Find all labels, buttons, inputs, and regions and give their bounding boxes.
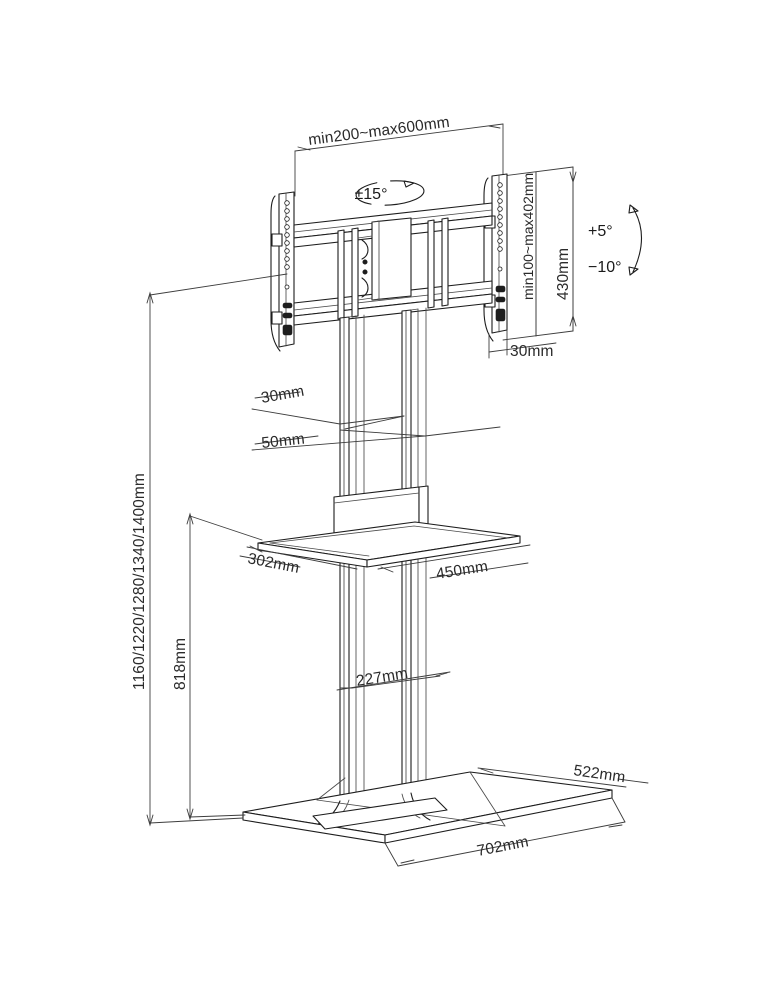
dimension-bracket-depth — [488, 329, 557, 359]
media-shelf — [257, 521, 521, 568]
swivel-angle-label: ±15° — [355, 186, 388, 203]
column-width-detail-label: 50mm — [261, 431, 306, 452]
dimension-column-width — [336, 671, 451, 691]
bracket-inner-struts — [337, 217, 449, 320]
dimension-overall-height — [146, 273, 288, 827]
rail-height-label: 430mm — [555, 248, 572, 300]
dimension-rail-height — [569, 166, 577, 332]
overall-height-label: 1160/1220/1280/1340/1400mm — [131, 473, 148, 690]
bracket-depth-label: 30mm — [510, 343, 553, 360]
dimension-shelf-to-floor — [186, 512, 263, 821]
floor-base-plate — [242, 771, 613, 844]
tilt-up-angle-label: +5° — [588, 223, 613, 240]
dimension-base-width — [384, 797, 626, 867]
central-tilt-block — [357, 217, 412, 301]
tilt-angle-indicator — [628, 204, 642, 276]
dimension-vesa-width — [294, 123, 504, 197]
shelf-to-floor-label: 818mm — [172, 638, 189, 690]
tilt-down-angle-label: −10° — [588, 259, 622, 276]
dimension-shelf-width — [377, 544, 531, 579]
vesa-height-label-line1: min100~max402mm — [520, 173, 536, 300]
dimension-base-depth — [477, 767, 649, 788]
left-vesa-rail — [270, 191, 295, 352]
dimension-column-section — [251, 391, 501, 451]
dimension-shelf-depth — [239, 545, 358, 570]
swivel-angle-indicator — [355, 180, 425, 206]
